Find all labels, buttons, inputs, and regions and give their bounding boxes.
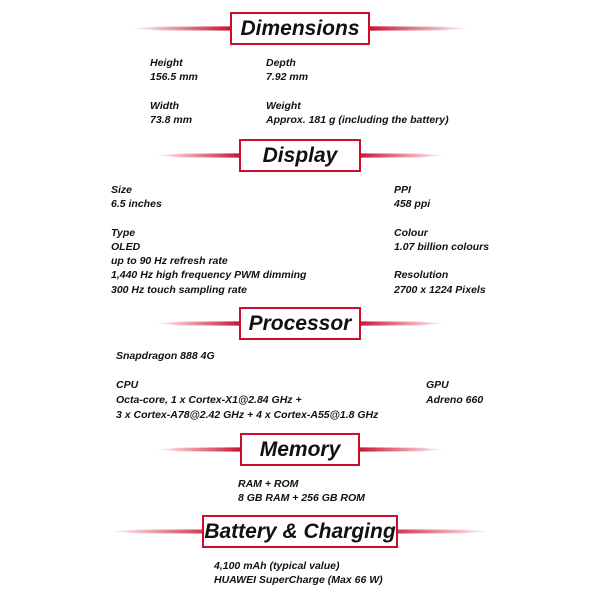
gpu-label: GPU — [426, 379, 449, 391]
section-header-display: Display — [155, 137, 445, 174]
type-line: up to 90 Hz refresh rate — [111, 255, 228, 267]
memory-label: RAM + ROM — [238, 478, 299, 490]
height-value: 156.5 mm — [150, 71, 198, 83]
size-label: Size — [111, 184, 133, 196]
section-header-memory: Memory — [155, 431, 445, 468]
depth-value: 7.92 mm — [266, 71, 309, 83]
section-title: Display — [239, 139, 361, 172]
type-line: 1,440 Hz high frequency PWM dimming — [111, 269, 307, 281]
chip-name: Snapdragon 888 4G — [116, 350, 215, 362]
gpu-value: Adreno 660 — [426, 394, 484, 406]
height-label: Height — [150, 57, 183, 69]
type-label: Type — [111, 227, 136, 239]
cpu-label: CPU — [116, 379, 139, 391]
ppi-value: 458 ppi — [394, 198, 431, 210]
section-header-battery: Battery & Charging — [108, 513, 492, 550]
cpu-line: Octa-core, 1 x Cortex-X1@2.84 GHz + — [116, 394, 302, 406]
cpu-line: 3 x Cortex-A78@2.42 GHz + 4 x Cortex-A55… — [116, 409, 379, 421]
weight-value: Approx. 181 g (including the battery) — [266, 114, 449, 126]
battery-charging: HUAWEI SuperCharge (Max 66 W) — [214, 574, 383, 586]
section-header-dimensions: Dimensions — [130, 10, 470, 47]
memory-value: 8 GB RAM + 256 GB ROM — [238, 492, 365, 504]
section-title: Battery & Charging — [202, 515, 398, 548]
colour-label: Colour — [394, 227, 428, 239]
section-title: Processor — [239, 307, 361, 340]
ppi-label: PPI — [394, 184, 411, 196]
section-header-processor: Processor — [155, 305, 445, 342]
width-label: Width — [150, 100, 180, 112]
battery-capacity: 4,100 mAh (typical value) — [214, 560, 340, 572]
width-value: 73.8 mm — [150, 114, 193, 126]
depth-label: Depth — [266, 57, 296, 69]
size-value: 6.5 inches — [111, 198, 162, 210]
weight-label: Weight — [266, 100, 301, 112]
resolution-value: 2700 x 1224 Pixels — [394, 284, 486, 296]
resolution-label: Resolution — [394, 269, 449, 281]
section-title: Memory — [240, 433, 360, 466]
colour-value: 1.07 billion colours — [394, 241, 490, 253]
type-line: 300 Hz touch sampling rate — [111, 284, 247, 296]
section-title: Dimensions — [230, 12, 370, 45]
type-line: OLED — [111, 241, 141, 253]
